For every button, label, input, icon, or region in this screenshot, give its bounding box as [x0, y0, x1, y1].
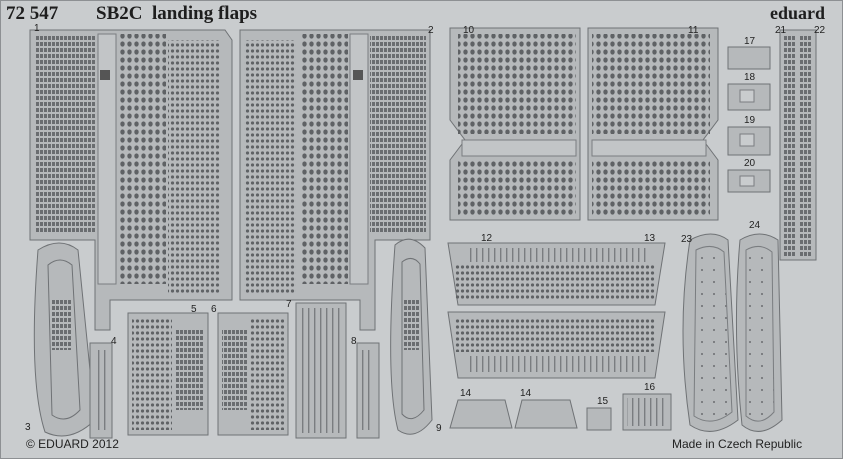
part-8: [356, 342, 380, 439]
part-7: [295, 302, 347, 439]
part-6: [217, 312, 289, 436]
part-17: [727, 46, 771, 70]
part-number-14-right: 14: [520, 388, 532, 399]
part-11: [587, 27, 719, 221]
part-number-24: 24: [749, 220, 761, 231]
part-number-9: 9: [436, 423, 442, 434]
part-number-15: 15: [597, 396, 609, 407]
part-number-3: 3: [25, 422, 31, 433]
part-14-left: [449, 399, 513, 429]
part-19: [727, 126, 771, 156]
brand-logo: eduard: [770, 3, 826, 23]
part-number-11: 11: [688, 25, 699, 36]
part-number-7: 7: [286, 299, 292, 310]
part-21-22: [779, 29, 817, 261]
part-number-16: 16: [644, 382, 656, 393]
part-12-13-lower: [447, 311, 666, 379]
part-14-right: [514, 399, 578, 429]
copyright-text: © EDUARD 2012: [26, 437, 119, 451]
origin-text: Made in Czech Republic: [672, 437, 803, 451]
part-10: [449, 27, 581, 221]
part-15: [586, 407, 612, 431]
part-number-23: 23: [681, 234, 693, 245]
part-number-17: 17: [744, 36, 756, 47]
fret-title: SB2C landing flaps: [96, 3, 258, 24]
part-18: [727, 83, 771, 111]
part-number-13: 13: [644, 233, 656, 244]
part-20: [727, 169, 771, 193]
part-number-20: 20: [744, 158, 756, 169]
part-number-10: 10: [463, 25, 475, 36]
part-4: [89, 342, 113, 439]
part-number-12: 12: [481, 233, 493, 244]
part-number-19: 19: [744, 115, 756, 126]
part-number-21: 21: [775, 25, 787, 36]
part-number-14-left: 14: [460, 388, 472, 399]
part-number-4: 4: [111, 336, 117, 347]
part-16: [622, 393, 672, 431]
part-number-6: 6: [211, 304, 217, 315]
part-number-5: 5: [191, 304, 197, 315]
part-2-flap: [239, 29, 431, 331]
part-number-18: 18: [744, 72, 756, 83]
part-number-22: 22: [814, 25, 826, 36]
part-3: [33, 242, 96, 437]
part-number-1: 1: [34, 23, 40, 34]
part-number-2: 2: [428, 25, 434, 36]
part-5: [127, 312, 209, 436]
catalog-number: 72 547: [6, 3, 59, 24]
part-24: [735, 233, 783, 432]
part-9: [390, 238, 433, 435]
part-number-8: 8: [351, 336, 357, 347]
part-12-13-upper: [447, 242, 666, 306]
part-23: [682, 233, 739, 432]
part-1-flap: [29, 29, 233, 331]
